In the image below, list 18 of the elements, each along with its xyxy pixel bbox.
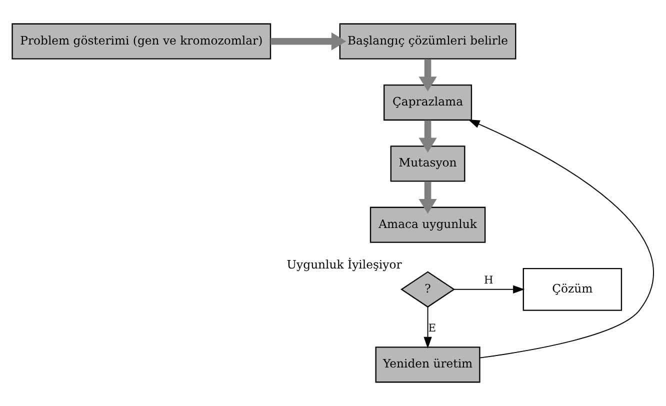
arrow (424, 306, 432, 349)
node-box: Başlangıç çözümleri belirle (339, 23, 516, 60)
node-box: Yeniden üretim (375, 346, 480, 383)
edge-label: H (484, 273, 494, 286)
arrow (418, 59, 437, 92)
node-box: Problem gösterimi (gen ve kromozomlar) (12, 23, 272, 60)
node-label: Uygunluk İyileşiyor (286, 258, 402, 272)
arrow (270, 32, 346, 50)
edge-label: E (428, 321, 436, 334)
node-box: Çaprazlama (384, 84, 472, 121)
arrow (418, 181, 437, 214)
node-box: Mutasyon (390, 146, 466, 182)
node-box: Çözüm (522, 268, 622, 311)
node-diamond: ? (400, 271, 456, 308)
arrow (418, 120, 437, 153)
node-box: Amaca uygunluk (370, 206, 486, 243)
arrow (468, 119, 654, 358)
arrow (454, 285, 525, 294)
